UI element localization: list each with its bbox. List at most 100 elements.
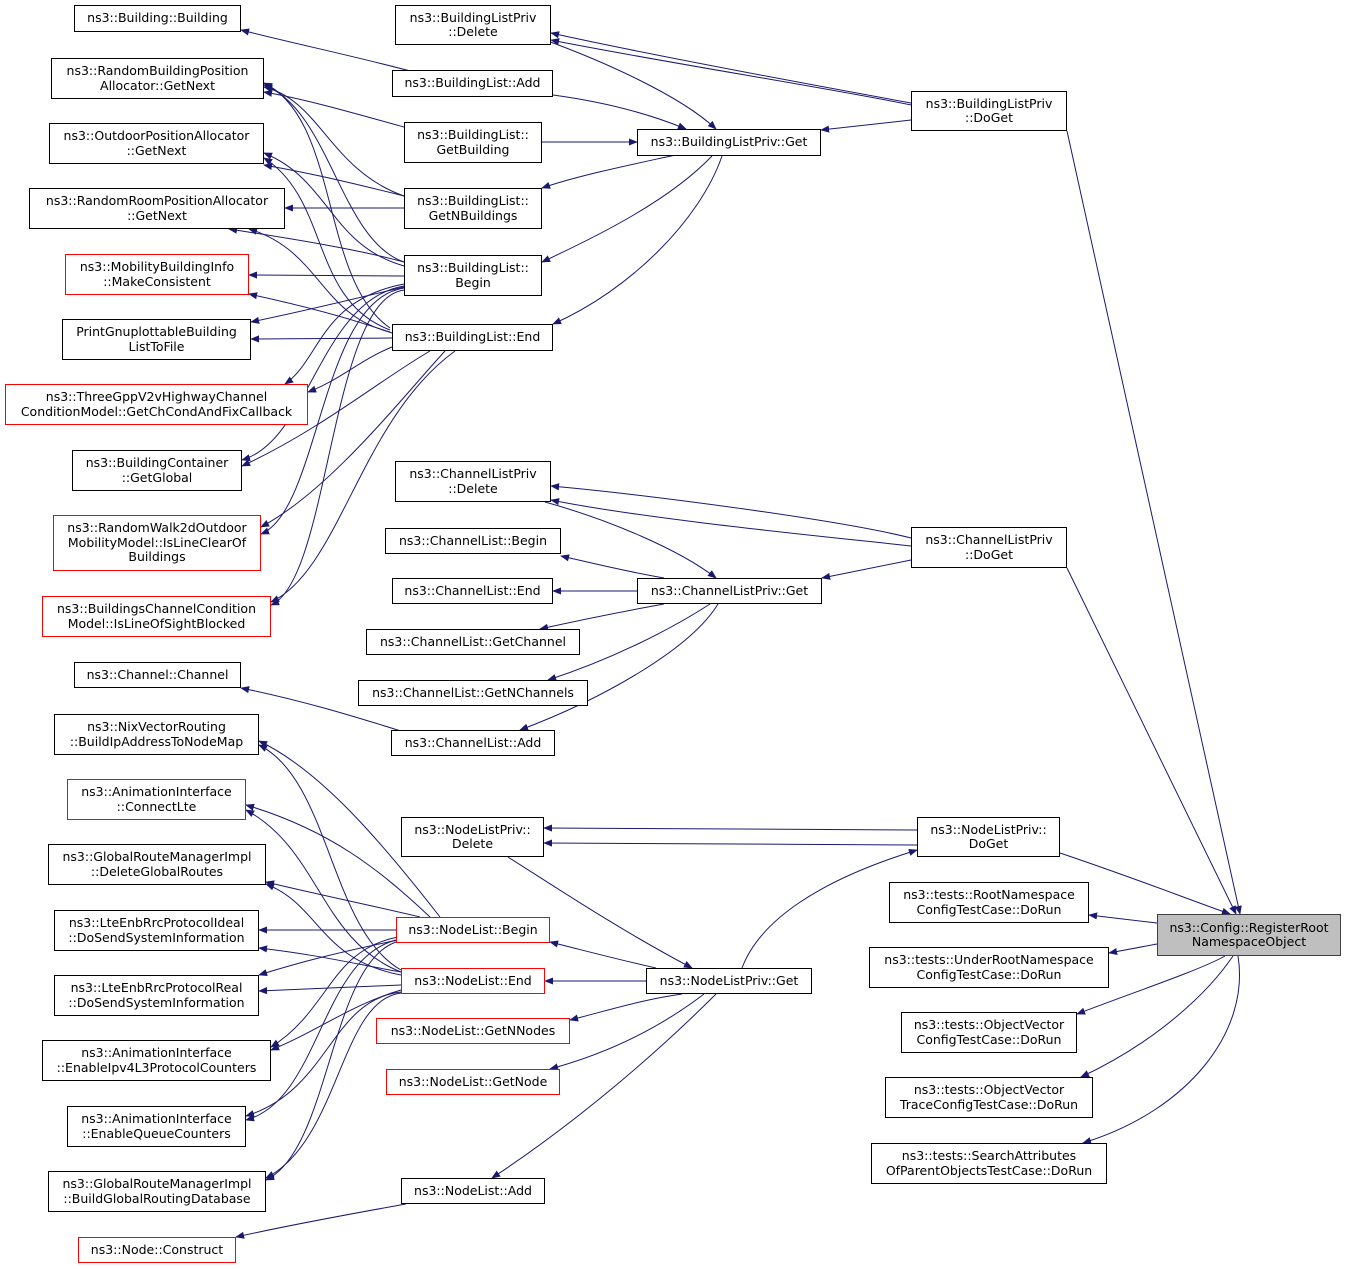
outdoor-position-allocator-getnext-node[interactable]: ns3::OutdoorPositionAllocator ::GetNext [49,123,264,164]
node-label-line: ns3::NodeList::End [414,972,532,988]
animation-interface-connect-lte-node[interactable]: ns3::AnimationInterface ::ConnectLte [67,779,246,820]
call-edge-building-building-to-add [240,28,415,73]
building-list-end-node[interactable]: ns3::BuildingList::End [392,324,553,351]
call-edge-nodelistpriv-get-to-doget [741,848,918,969]
building-container-get-global-node[interactable]: ns3::BuildingContainer ::GetGlobal [72,450,242,491]
node-list-priv-get-node[interactable]: ns3::NodeListPriv::Get [646,968,812,994]
random-room-position-allocator-getnext-node[interactable]: ns3::RandomRoomPositionAllocator ::GetNe… [29,188,285,229]
node-label-line: ns3::BuildingsChannelCondition [57,601,256,616]
call-edge-connectlte-to-end [245,809,402,973]
threegpp-v2v-highway-channel-condition-node[interactable]: ns3::ThreeGppV2vHighwayChannel Condition… [5,384,308,425]
node-label-line: ns3::NodeList::Begin [408,921,538,937]
building-list-priv-doget-node[interactable]: ns3::BuildingListPriv ::DoGet [911,91,1067,131]
building-building-node[interactable]: ns3::Building::Building [74,5,241,32]
random-building-position-allocator-getnext-node[interactable]: ns3::RandomBuildingPosition Allocator::G… [51,58,264,99]
building-list-add-node[interactable]: ns3::BuildingList::Add [392,70,553,97]
node-label-line: ns3::tests::RootNamespace [903,887,1075,902]
nix-vector-routing-build-ip-address-node[interactable]: ns3::NixVectorRouting ::BuildIpAddressTo… [54,714,259,755]
call-edge-buildinglistpriv-get-to-delete [544,39,717,130]
channel-list-add-node[interactable]: ns3::ChannelList::Add [391,730,555,756]
tests-root-namespace-config-test-case-node[interactable]: ns3::tests::RootNamespace ConfigTestCase… [889,882,1089,923]
call-edge-randomwalk-to-begin [260,287,405,535]
node-list-end-node[interactable]: ns3::NodeList::End [401,968,545,994]
building-list-priv-get-node[interactable]: ns3::BuildingListPriv::Get [637,129,821,156]
animation-interface-enable-queue-counters-node[interactable]: ns3::AnimationInterface ::EnableQueueCou… [67,1106,246,1147]
node-label-line: ns3::NodeListPriv:: [414,821,531,837]
call-edge-doget-to-nodelistpriv-delete [543,824,918,832]
building-list-get-building-node[interactable]: ns3::BuildingList:: GetBuilding [404,122,542,163]
lte-enb-rrc-protocol-ideal-node[interactable]: ns3::LteEnbRrcProtocolIdeal ::DoSendSyst… [54,910,259,951]
global-route-manager-build-routing-database-node[interactable]: ns3::GlobalRouteManagerImpl ::BuildGloba… [48,1171,266,1212]
call-edge-channellist-add-to-get [519,603,719,731]
tests-object-vector-trace-config-test-case-node[interactable]: ns3::tests::ObjectVector TraceConfigTest… [885,1077,1093,1118]
node-label-line: ns3::MobilityBuildingInfo [79,259,235,274]
building-list-priv-delete-node[interactable]: ns3::BuildingListPriv ::Delete [395,5,551,45]
node-label-line: ::EnableIpv4L3ProtocolCounters [56,1059,257,1075]
tests-search-attributes-parent-objects-test-case-node[interactable]: ns3::tests::SearchAttributes OfParentObj… [871,1143,1107,1184]
node-list-priv-doget-node[interactable]: ns3::NodeListPriv:: DoGet [917,817,1060,857]
call-edge-buildglobal-to-begin [265,941,397,1181]
node-label-line: TraceConfigTestCase::DoRun [899,1096,1079,1112]
global-route-manager-delete-global-routes-node[interactable]: ns3::GlobalRouteManagerImpl ::DeleteGlob… [48,844,266,885]
call-edge-container-to-end [241,350,431,467]
print-gnuplottable-building-list-to-file-node[interactable]: PrintGnuplottableBuilding ListToFile [62,319,251,360]
node-label-line: ns3::OutdoorPositionAllocator [63,128,250,143]
node-construct-node[interactable]: ns3::Node::Construct [78,1237,236,1263]
call-edge-buildinglist-end-to-get [552,155,723,325]
call-edge-doget-to-buildinglistpriv-get [820,119,912,133]
node-list-add-node[interactable]: ns3::NodeList::Add [401,1178,545,1204]
node-label-line: ns3::ChannelListPriv::Get [650,582,809,598]
node-label-line: NamespaceObject [1191,934,1307,949]
call-edge-threegpp-to-begin [284,283,405,385]
channel-list-begin-node[interactable]: ns3::ChannelList::Begin [385,528,561,554]
building-list-begin-node[interactable]: ns3::BuildingList:: Begin [404,255,542,296]
node-label-line: ns3::Channel::Channel [86,666,229,682]
call-edge-nodelist-add-to-get [491,993,717,1179]
call-edge-node-construct-to-add [235,1203,407,1239]
node-list-begin-node[interactable]: ns3::NodeList::Begin [396,917,550,943]
node-label-line: ::GetNext [126,142,187,158]
node-list-priv-delete-node[interactable]: ns3::NodeListPriv:: Delete [401,817,544,857]
mobility-building-info-make-consistent-node[interactable]: ns3::MobilityBuildingInfo ::MakeConsiste… [65,254,249,295]
call-edge-nodelist-getnnodes-to-get [569,993,683,1022]
call-edge-channellist-getnchannels-to-get [547,603,711,681]
node-label-line: ns3::BuildingContainer [85,455,229,470]
animation-interface-enable-ipv4l3-node[interactable]: ns3::AnimationInterface ::EnableIpv4L3Pr… [42,1040,271,1081]
call-edge-deleteglobal-to-end [265,883,402,976]
channel-list-priv-get-node[interactable]: ns3::ChannelListPriv::Get [637,578,822,604]
call-edge-buildinglist-getnbuildings-to-get [541,153,681,189]
node-label-line: ns3::RandomBuildingPosition [66,63,249,78]
lte-enb-rrc-protocol-real-node[interactable]: ns3::LteEnbRrcProtocolReal ::DoSendSyste… [54,975,259,1016]
call-edge-queue-to-begin [245,939,397,1122]
channel-channel-node[interactable]: ns3::Channel::Channel [74,662,241,688]
node-label-line: ConfigTestCase::DoRun [916,1031,1062,1047]
call-edge-buildingschannel-to-end [270,350,456,603]
node-label-line: ns3::tests::SearchAttributes [901,1148,1077,1163]
call-edge-ltereal-to-end [258,984,402,995]
node-label-line: MobilityModel::IsLineClearOf [67,534,247,550]
buildings-channel-condition-is-line-of-sight-blocked-node[interactable]: ns3::BuildingsChannelCondition Model::Is… [42,596,271,637]
channel-list-end-node[interactable]: ns3::ChannelList::End [392,578,553,604]
node-label-line: ns3::NodeList::Add [414,1182,532,1198]
channel-list-get-n-channels-node[interactable]: ns3::ChannelList::GetNChannels [358,680,588,706]
call-edge-randomwalk-to-end [260,350,446,528]
call-edge-register-to-nodelistpriv-doget [1059,852,1231,915]
call-edge-random-building-to-begin [263,84,405,263]
call-edge-register-to-channellistpriv-doget [1066,567,1237,915]
random-walk-2d-outdoor-is-line-clear-node[interactable]: ns3::RandomWalk2dOutdoor MobilityModel::… [53,515,261,571]
channel-list-get-channel-node[interactable]: ns3::ChannelList::GetChannel [366,629,580,655]
call-edge-ltereal-to-begin [258,939,399,976]
node-label-line: ns3::ChannelList::GetChannel [380,633,566,649]
channel-list-priv-delete-node[interactable]: ns3::ChannelListPriv ::Delete [395,461,551,502]
tests-under-root-namespace-config-test-case-node[interactable]: ns3::tests::UnderRootNamespace ConfigTes… [869,947,1109,988]
channel-list-priv-doget-node[interactable]: ns3::ChannelListPriv ::DoGet [911,527,1067,568]
node-label-line: ConditionModel::GetChCondAndFixCallback [20,403,293,419]
node-list-get-node-node[interactable]: ns3::NodeList::GetNode [386,1069,560,1095]
node-label-line: DoGet [968,836,1009,851]
node-label-line: ns3::BuildingListPriv [925,95,1053,111]
node-list-get-n-nodes-node[interactable]: ns3::NodeList::GetNNodes [376,1018,570,1044]
node-label-line: ns3::BuildingList:: [417,127,529,142]
tests-object-vector-config-test-case-node[interactable]: ns3::tests::ObjectVector ConfigTestCase:… [901,1012,1077,1053]
call-edge-nixvector-to-end [258,744,402,971]
building-list-get-n-buildings-node[interactable]: ns3::BuildingList:: GetNBuildings [404,188,542,229]
